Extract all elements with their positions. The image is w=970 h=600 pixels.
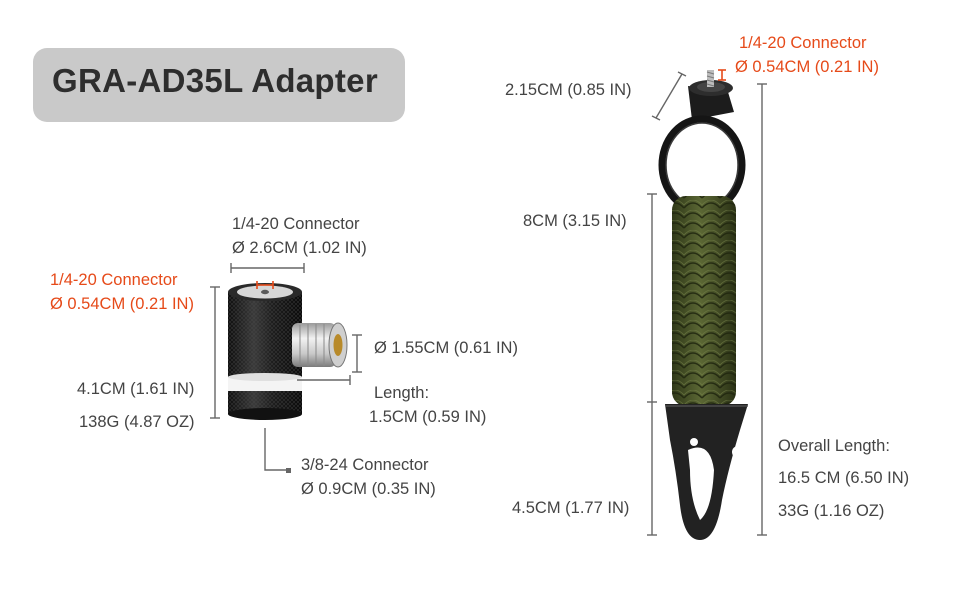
adapter-weight: 138G (4.87 OZ)	[79, 413, 195, 431]
adapter-inner-connector-size: Ø 0.54CM (0.21 IN)	[50, 295, 194, 313]
keychain-weight: 33G (1.16 OZ)	[778, 502, 885, 520]
adapter-side-diameter: Ø 1.55CM (0.61 IN)	[374, 339, 518, 357]
adapter-bottom-connector-label: 3/8-24 Connector	[301, 456, 429, 474]
keychain-cord-length: 8CM (3.15 IN)	[523, 212, 627, 230]
leader-dot	[286, 468, 291, 473]
adapter-height: 4.1CM (1.61 IN)	[77, 380, 195, 398]
adapter-length-value: 1.5CM (0.59 IN)	[369, 408, 487, 426]
keychain-overall-label: Overall Length:	[778, 437, 890, 455]
keychain-dimension-lines	[647, 71, 767, 536]
keychain-connector-label: 1/4-20 Connector	[739, 34, 867, 52]
adapter-inner-marker	[256, 281, 274, 289]
keychain-overall-value: 16.5 CM (6.50 IN)	[778, 469, 910, 487]
adapter-dimension-lines	[210, 263, 362, 471]
adapter-bottom-connector-size: Ø 0.9CM (0.35 IN)	[301, 480, 436, 498]
page-title: GRA-AD35L Adapter	[52, 62, 378, 99]
adapter-top-connector-size: Ø 2.6CM (1.02 IN)	[232, 239, 367, 257]
keychain-connector-marker	[718, 69, 726, 81]
keychain-image	[658, 70, 748, 540]
title-badge	[33, 48, 405, 122]
adapter-top-connector-label: 1/4-20 Connector	[232, 215, 360, 233]
adapter-inner-connector-label: 1/4-20 Connector	[50, 271, 178, 289]
adapter-length-label: Length:	[374, 384, 430, 402]
keychain-connector-size: Ø 0.54CM (0.21 IN)	[735, 58, 879, 76]
keychain-head-size: 2.15CM (0.85 IN)	[505, 81, 632, 99]
keychain-hook-length: 4.5CM (1.77 IN)	[512, 499, 630, 517]
adapter-image	[228, 283, 348, 420]
